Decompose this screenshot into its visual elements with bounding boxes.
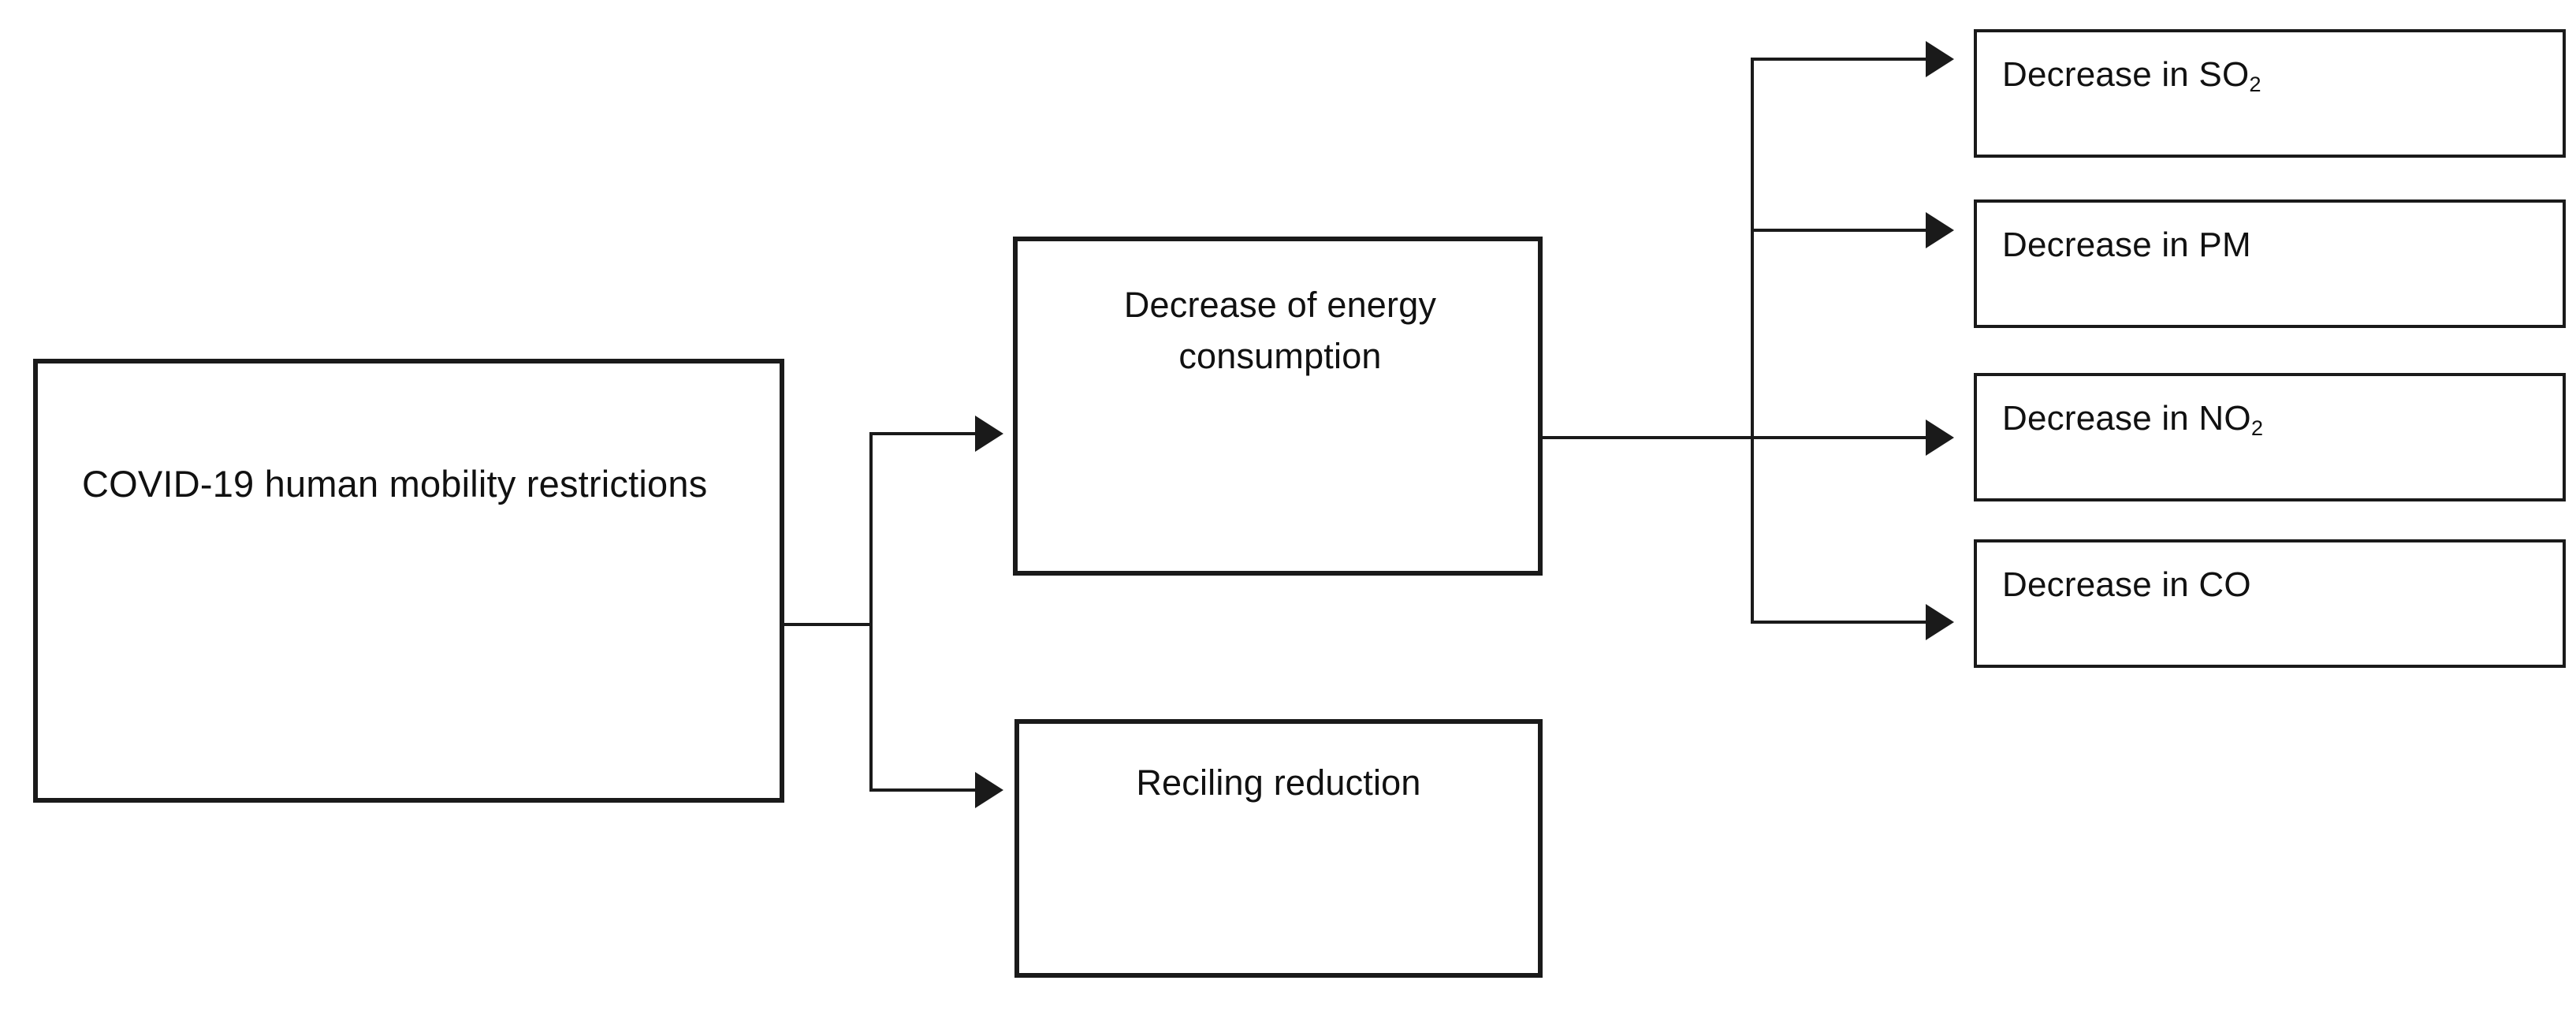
node-reciling-reduction[interactable]: Reciling reduction [1014, 719, 1543, 978]
node-label-decrease-pm: Decrease in PM [2002, 225, 2547, 267]
edge-source-stem [784, 623, 873, 626]
node-label-decrease-so2: Decrease in SO2 [2002, 54, 2547, 96]
arrowhead-to-pm-icon [1926, 212, 1954, 248]
node-decrease-co[interactable]: Decrease in CO [1974, 539, 2566, 668]
arrowhead-to-energy-icon [975, 416, 1003, 452]
node-decrease-no2[interactable]: Decrease in NO2 [1974, 373, 2566, 501]
edge-energy-to-co [1751, 621, 1929, 624]
node-decrease-pm[interactable]: Decrease in PM [1974, 199, 2566, 328]
node-label-text-decrease-so2: Decrease in SO [2002, 55, 2250, 94]
node-label-decrease-energy-consumption: Decrease of energy consumption [1123, 285, 1437, 377]
node-label-text-decrease-no2: Decrease in NO [2002, 399, 2251, 438]
node-decrease-so2[interactable]: Decrease in SO2 [1974, 29, 2566, 158]
node-label-text-decrease-co: Decrease in CO [2002, 565, 2251, 604]
node-label-decrease-co: Decrease in CO [2002, 565, 2547, 606]
subscript-so2: 2 [2249, 71, 2261, 96]
node-label-reciling-reduction: Reciling reduction [1136, 762, 1421, 803]
node-label-text-decrease-pm: Decrease in PM [2002, 226, 2251, 264]
edge-source-to-recycling [869, 788, 980, 792]
edge-right-trunk [1751, 58, 1754, 622]
node-decrease-energy-consumption[interactable]: Decrease of energy consumption [1013, 237, 1543, 576]
arrowhead-to-no2-icon [1926, 419, 1954, 456]
edge-energy-stem [1543, 436, 1754, 439]
edge-left-trunk [869, 432, 873, 792]
subscript-no2: 2 [2250, 415, 2264, 440]
edge-energy-to-pm [1751, 229, 1929, 232]
node-label-decrease-no2: Decrease in NO2 [2002, 398, 2547, 440]
edge-energy-to-so2 [1751, 58, 1929, 61]
arrowhead-to-recycling-icon [975, 772, 1003, 808]
arrowhead-to-so2-icon [1926, 41, 1954, 77]
node-label-covid-mobility-restrictions: COVID-19 human mobility restrictions [82, 463, 708, 505]
node-covid-mobility-restrictions[interactable]: COVID-19 human mobility restrictions [33, 359, 784, 803]
arrowhead-to-co-icon [1926, 604, 1954, 640]
edge-energy-to-no2 [1751, 436, 1929, 439]
edge-source-to-energy [869, 432, 980, 435]
